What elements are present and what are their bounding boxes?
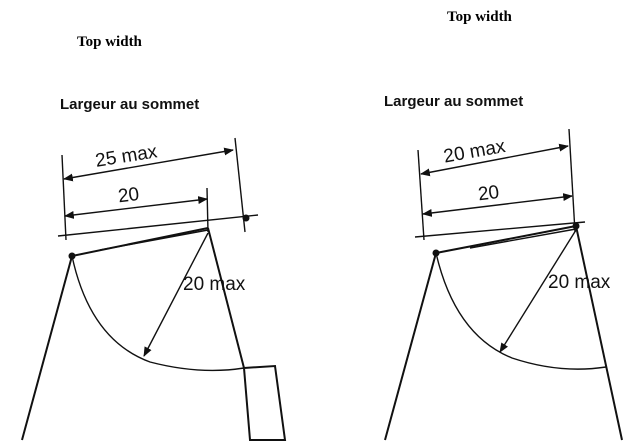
- left-inner-dim-label: 20: [117, 184, 141, 207]
- right-radius-dim-line: [499, 229, 577, 353]
- left-inner-dim-line: [64, 196, 208, 219]
- left-blade-side-right: [207, 227, 245, 369]
- left-blade-side-left: [21, 255, 73, 441]
- left-ext-line-mid: [206, 187, 209, 233]
- right-blade-side-left: [384, 252, 437, 441]
- left-ext-line-left: [61, 154, 67, 241]
- left-outer-dim-line: [63, 147, 234, 182]
- right-radius-dim-label: 20 max: [548, 272, 611, 293]
- right-inner-dim-label: 20: [477, 182, 501, 205]
- right-ext-line-right: [568, 128, 576, 233]
- left-top-edge-inner: [99, 229, 209, 251]
- left-top-reference-line: [57, 214, 259, 237]
- right-blade-side-right: [575, 225, 623, 441]
- left-hatched-insert: [242, 364, 287, 441]
- left-radius-arc: [71, 255, 245, 372]
- left-radius-dim-label: 20 max: [183, 274, 246, 295]
- right-top-reference-line: [414, 221, 586, 238]
- right-ext-line-left: [417, 149, 425, 241]
- right-outer-dim-line: [420, 143, 569, 177]
- left-subtitle: Largeur au sommet: [60, 96, 199, 113]
- caption-right: Top width: [447, 9, 512, 25]
- left-diagram: Largeur au sommet 25 max 20 20 max: [21, 96, 287, 441]
- right-diagram: Largeur au sommet 20 max 20 20 max: [384, 93, 623, 441]
- right-top-edge: [435, 225, 577, 254]
- right-outer-dim-label: 20 max: [442, 136, 507, 168]
- right-subtitle: Largeur au sommet: [384, 93, 523, 110]
- left-outer-dim-label: 25 max: [94, 141, 159, 172]
- right-top-right-dot: [572, 222, 580, 230]
- left-radius-dim-line: [143, 232, 209, 357]
- caption-left: Top width: [77, 34, 142, 50]
- left-top-right-dot: [242, 214, 250, 222]
- right-radius-arc: [435, 252, 607, 370]
- right-inner-dim-line: [422, 193, 573, 217]
- right-top-edge-inner: [469, 228, 577, 249]
